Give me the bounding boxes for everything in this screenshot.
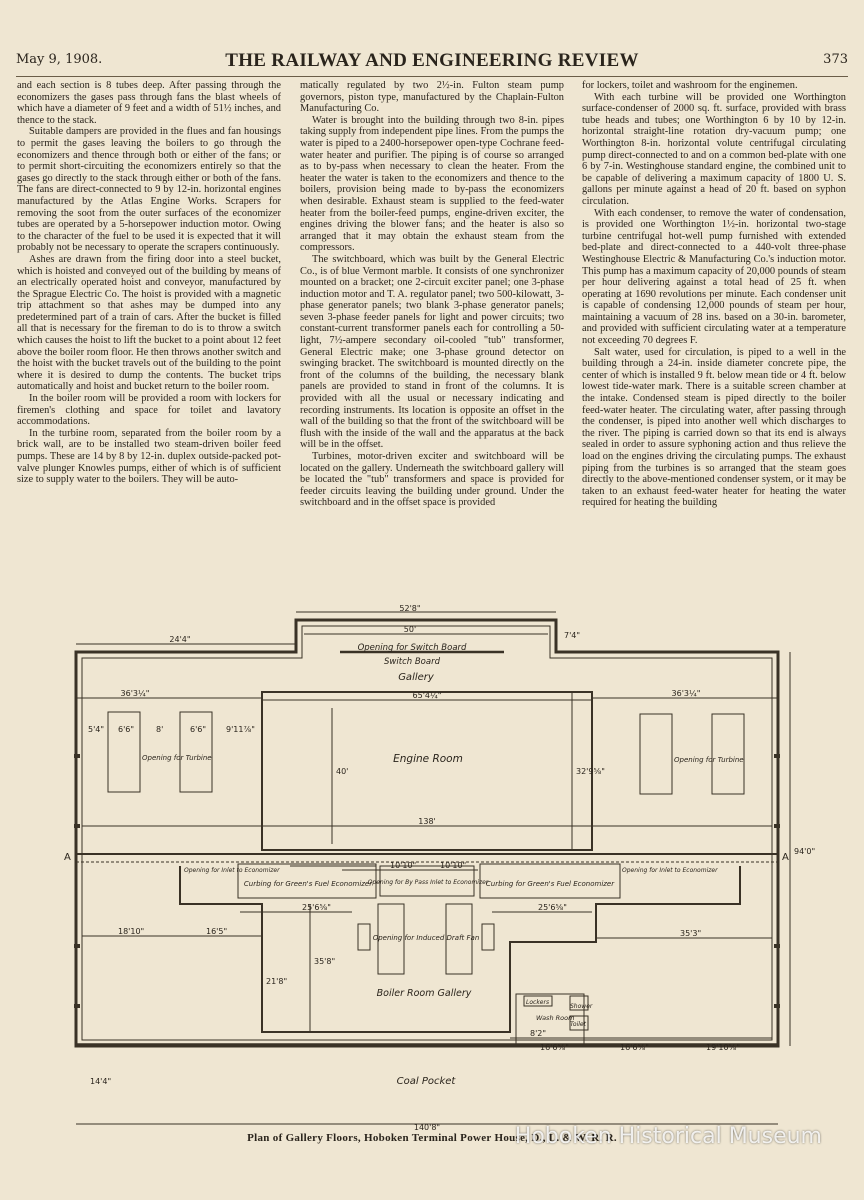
dim-label: 35'3" — [680, 929, 701, 938]
label: Opening for Switch Board — [358, 643, 467, 653]
dim-label: 5'4" — [88, 725, 104, 734]
dim-label: 10'10" — [440, 861, 466, 870]
label: Toilet — [570, 1021, 587, 1028]
label: Shower — [570, 1003, 593, 1010]
dim-label: 140'8" — [414, 1123, 440, 1132]
dim-label: 35'8" — [314, 957, 335, 966]
paragraph: In the boiler room will be provided a ro… — [17, 393, 281, 428]
label: Opening for Inlet to Economizer — [184, 867, 280, 874]
paragraph: matically regulated by two 2½-in. Fulton… — [300, 80, 564, 115]
label: Boiler Room Gallery — [377, 988, 472, 999]
paragraph: Ashes are drawn from the firing door int… — [17, 253, 281, 393]
page-number: 373 — [823, 52, 848, 67]
dim-label: 25'6⅝" — [302, 903, 331, 912]
dim-label: 24'4" — [169, 635, 190, 644]
text-column-1: and each section is 8 tubes deep. After … — [17, 80, 281, 600]
paragraph: Turbines, motor-driven exciter and switc… — [300, 451, 564, 509]
dim-label: 6'6" — [118, 725, 134, 734]
dim-label: 138' — [418, 817, 435, 826]
label: Curbing for Green's Fuel Economizer — [244, 880, 373, 888]
dim-label: 94'0" — [794, 847, 815, 856]
paragraph: and each section is 8 tubes deep. After … — [17, 80, 281, 126]
dim-label: 7'4" — [564, 631, 580, 640]
label: Opening for Turbine — [142, 754, 212, 762]
museum-watermark: Hoboken Historical Museum — [514, 1124, 822, 1149]
dim-label: 9'11⅞" — [226, 725, 255, 734]
floor-plan-drawing: 52'8" 50' 24'4" 7'4" 36'3¼" 36'3¼" 65'4¼… — [64, 604, 815, 1132]
page-header: May 9, 1908. THE RAILWAY AND ENGINEERING… — [16, 50, 848, 78]
dim-label: 19'10⅝" — [706, 1043, 740, 1052]
dim-label: 21'8" — [266, 977, 287, 986]
label: Wash Room — [536, 1014, 574, 1022]
text-column-2: matically regulated by two 2½-in. Fulton… — [300, 80, 564, 600]
paragraph: With each turbine will be provided one W… — [582, 91, 846, 207]
label: Opening for Inlet to Economizer — [622, 867, 718, 874]
paragraph: In the turbine room, separated from the … — [17, 427, 281, 486]
dim-label: 36'3¼" — [672, 689, 701, 698]
text-column-3: for lockers, toilet and washroom for the… — [582, 80, 846, 600]
dim-label: 16'6⅝" — [540, 1043, 569, 1052]
label: Gallery — [398, 672, 435, 683]
publication-title: THE RAILWAY AND ENGINEERING REVIEW — [225, 50, 639, 71]
dim-label: 36'3¼" — [121, 689, 150, 698]
paragraph: With each condenser, to remove the water… — [582, 207, 846, 347]
dim-label: 50' — [404, 625, 416, 634]
label: Opening for Induced Draft Fan — [373, 934, 480, 942]
issue-date: May 9, 1908. — [16, 52, 103, 67]
section-marker: A — [64, 852, 71, 863]
dim-label: 8'2" — [530, 1029, 546, 1038]
dim-label: 8' — [156, 725, 163, 734]
dim-label: 16'6⅝" — [620, 1043, 649, 1052]
paragraph: Water is brought into the building throu… — [300, 114, 564, 254]
label: Engine Room — [393, 753, 463, 765]
dim-label: 25'6⅝" — [538, 903, 567, 912]
paragraph: Salt water, used for circulation, is pip… — [582, 346, 846, 509]
dim-label: 52'8" — [399, 604, 420, 613]
dim-label: 14'4" — [90, 1077, 111, 1086]
section-marker: A — [782, 852, 789, 863]
dim-label: 65'4¼" — [413, 691, 442, 700]
paragraph: for lockers, toilet and washroom for the… — [582, 80, 798, 91]
dim-label: 6'6" — [190, 725, 206, 734]
label: Opening for Turbine — [674, 756, 744, 764]
label: Coal Pocket — [397, 1076, 457, 1087]
label: Curbing for Green's Fuel Economizer — [486, 880, 615, 888]
paragraph: Suitable dampers are provided in the flu… — [17, 126, 281, 254]
figure-caption: Plan of Gallery Floors, Hoboken Terminal… — [247, 1132, 617, 1144]
dim-label: 10'10" — [390, 861, 416, 870]
dim-label: 16'5" — [206, 927, 227, 936]
header-rule — [16, 76, 848, 77]
label: Lockers — [526, 999, 549, 1006]
label: Switch Board — [384, 657, 441, 667]
dim-label: 18'10" — [118, 927, 144, 936]
dim-label: 40' — [336, 767, 348, 776]
label: Opening for By Pass Inlet to Economizer — [368, 879, 489, 886]
dim-label: 32'9⅝" — [576, 767, 605, 776]
paragraph: The switchboard, which was built by the … — [300, 253, 564, 451]
